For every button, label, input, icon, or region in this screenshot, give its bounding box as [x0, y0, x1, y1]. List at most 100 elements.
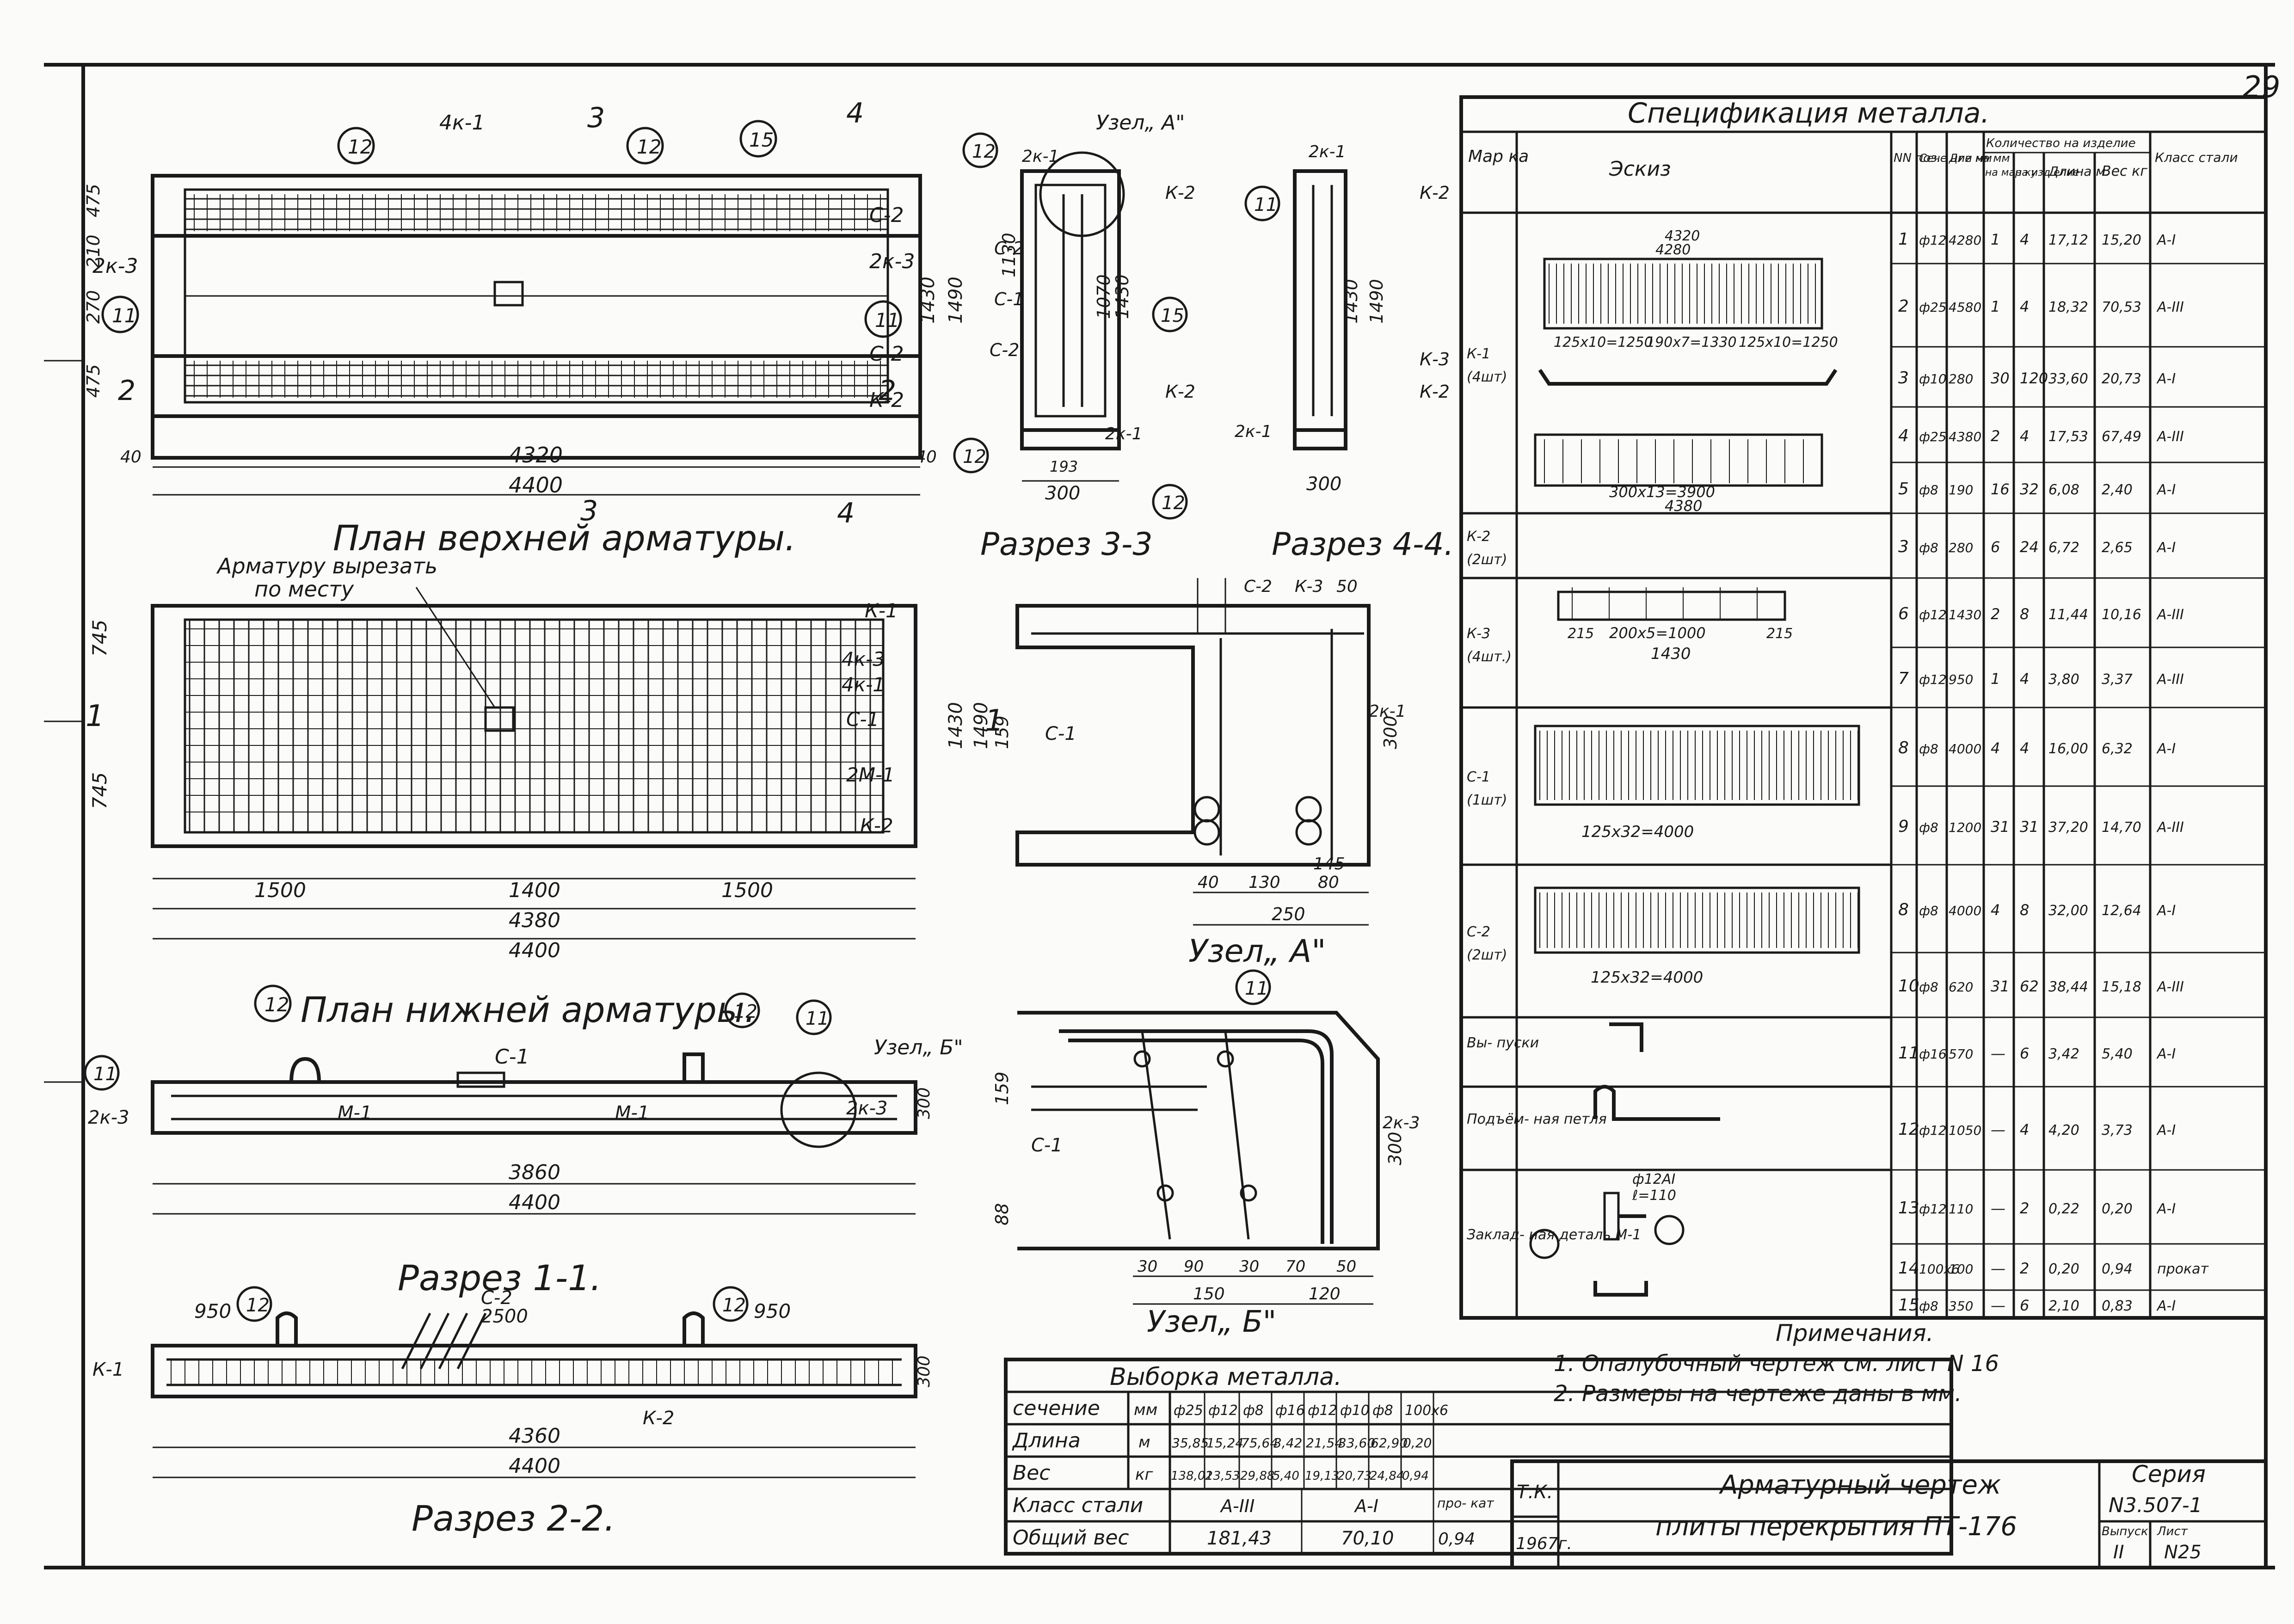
label-k1c: К-1	[92, 1359, 124, 1380]
spec-mark-count-0: (4шт)	[1467, 369, 1507, 385]
spec-sec-15: 100х6	[1919, 1261, 1960, 1277]
spec-pi-14: 2	[2020, 1200, 2029, 1217]
spec-cl-8: А-I	[2156, 741, 2176, 757]
selection-table: Выборка металла. сечение Длина Вес Класс…	[1004, 1358, 1953, 1556]
sketch-k3-bars	[1572, 587, 1758, 620]
spec-pi-16: 6	[2020, 1297, 2029, 1314]
spec-w-14: 0,20	[2102, 1201, 2133, 1217]
dim-4400d: 4400	[509, 1454, 560, 1478]
dim-1430d: 1430	[1341, 279, 1361, 324]
spec-mark-count-1: (2шт)	[1467, 552, 1507, 568]
sel-section-1: ф12	[1208, 1403, 1238, 1419]
spec-tl-14: 0,22	[2048, 1201, 2079, 1217]
dim-1490c: 1490	[1366, 279, 1387, 324]
dim-300c: 300	[1045, 483, 1080, 504]
dim-1430a: 1430	[917, 277, 939, 324]
dim-90: 90	[1184, 1257, 1204, 1276]
label-c1d: С-1	[1045, 723, 1076, 744]
spec-sec-1: ф25	[1919, 300, 1947, 315]
spec-cl-11: А-III	[2156, 979, 2184, 995]
sel-class-0: А-III	[1219, 1496, 1255, 1516]
sketch-k1-bars	[1549, 264, 1816, 324]
spec-pm-15: —	[1991, 1260, 2005, 1277]
dim-40a: 40	[120, 448, 141, 467]
spec-len-12: 570	[1949, 1046, 1973, 1062]
spec-pm-16: —	[1991, 1297, 2005, 1314]
spec-pm-7: 1	[1991, 670, 2000, 688]
callout-11d: 11	[806, 1008, 829, 1029]
spec-sec-13: ф12	[1919, 1123, 1947, 1138]
spec-pm-9: 31	[1991, 818, 2010, 836]
dim-193: 193	[1050, 458, 1078, 475]
spec-w-9: 14,70	[2102, 819, 2141, 836]
spec-pi-0: 4	[2020, 231, 2029, 248]
spec-pos-14: 13	[1898, 1199, 1919, 1218]
spec-w-0: 15,20	[2102, 232, 2141, 248]
spec-len-1: 4580	[1949, 300, 1981, 315]
sel-total-0: 181,43	[1207, 1528, 1272, 1549]
callout-11f: 11	[1245, 978, 1268, 999]
spec-sec-8: ф8	[1919, 741, 1938, 757]
spec-tl-11: 38,44	[2048, 979, 2088, 995]
sel-unit-m: м	[1138, 1433, 1150, 1452]
sel-row-length: Длина	[1012, 1429, 1081, 1452]
spec-len-14: 110	[1949, 1201, 1973, 1217]
spec-w-13: 3,73	[2102, 1122, 2133, 1138]
spec-pos-9: 9	[1898, 817, 1909, 836]
spec-len-2: 280	[1949, 371, 1973, 387]
dim-1430b: 1430	[945, 702, 966, 749]
label-2k3e: 2к-3	[1383, 1113, 1420, 1132]
dim-1070: 1070	[1094, 274, 1114, 319]
sk-k3len: 1430	[1651, 645, 1691, 663]
node-b-ref: Узел„ Б"	[874, 1036, 963, 1059]
spec-pm-5: 6	[1991, 538, 2000, 556]
spec-head-section: Сече ние мм	[1919, 152, 1992, 165]
sk-k2len: 4380	[1665, 497, 1702, 515]
label-m1b: М-1	[615, 1102, 649, 1124]
sel-weight-0: 138,02	[1171, 1469, 1213, 1483]
sk-k1len: 4280	[1655, 242, 1691, 258]
callout-15b: 15	[1161, 305, 1184, 326]
spec-sec-5: ф8	[1919, 540, 1938, 555]
top-plan-upper-view: 12 12 15 11 11 4к-1 2к-3 С-2 2к-3 С-2 К-…	[83, 97, 966, 559]
spec-tl-0: 17,12	[2048, 232, 2088, 248]
sel-row-section: сечение	[1013, 1396, 1100, 1420]
spec-pi-12: 6	[2020, 1045, 2029, 1062]
sketch-k2-bars	[1544, 439, 1804, 483]
label-k1b: К-1	[865, 599, 898, 622]
label-k2g: К-2	[1420, 381, 1450, 402]
sel-section-6: ф8	[1372, 1403, 1393, 1419]
dim-300f: 300	[1385, 1132, 1405, 1165]
tb-title-2: плиты перекрытия ПТ-176	[1655, 1512, 2017, 1542]
spec-mark-count-3: (1шт)	[1467, 792, 1507, 808]
spec-len-3: 4380	[1949, 429, 1981, 444]
title-bottom-plan: План нижней арматуры.	[301, 989, 756, 1030]
spec-head-length: Дли на мм	[1949, 152, 2010, 165]
note-cut2: по месту	[254, 577, 354, 602]
dim-4380: 4380	[509, 909, 560, 932]
sk-k3s2: 215	[1766, 626, 1793, 642]
spec-pm-8: 4	[1991, 739, 2000, 757]
sel-unit-mm: мм	[1134, 1401, 1157, 1419]
section-33-small-view: 12 15 12 Узел„ А" 2к-1 К-2 С-2 С-1 С-2 К…	[953, 111, 1195, 504]
dim-1490b: 1490	[971, 702, 992, 749]
spec-len-15: 100	[1949, 1261, 1973, 1277]
dim-40b: 40	[916, 448, 937, 467]
node-a-ref: Узел„ А"	[1096, 111, 1185, 135]
sel-length-5: 33,60	[1338, 1435, 1375, 1451]
spec-w-12: 5,40	[2102, 1046, 2133, 1062]
label-2k1a: 2к-1	[1022, 147, 1059, 166]
spec-tl-3: 17,53	[2048, 429, 2088, 445]
sel-weight-3: 5,40	[1273, 1469, 1299, 1483]
label-k3b: К-3	[1295, 577, 1323, 596]
dim-159b: 159	[992, 1071, 1012, 1105]
spec-pi-1: 4	[2020, 298, 2029, 315]
spec-mark-5: Вы- пуски	[1467, 1035, 1539, 1051]
dim-300e: 300	[1380, 715, 1401, 749]
spec-pm-3: 2	[1991, 427, 2000, 445]
spec-pos-8: 8	[1898, 738, 1909, 757]
spec-tl-13: 4,20	[2048, 1122, 2079, 1138]
label-2k1b: 2к-1	[1105, 424, 1143, 443]
dim-120: 120	[1309, 1285, 1341, 1304]
